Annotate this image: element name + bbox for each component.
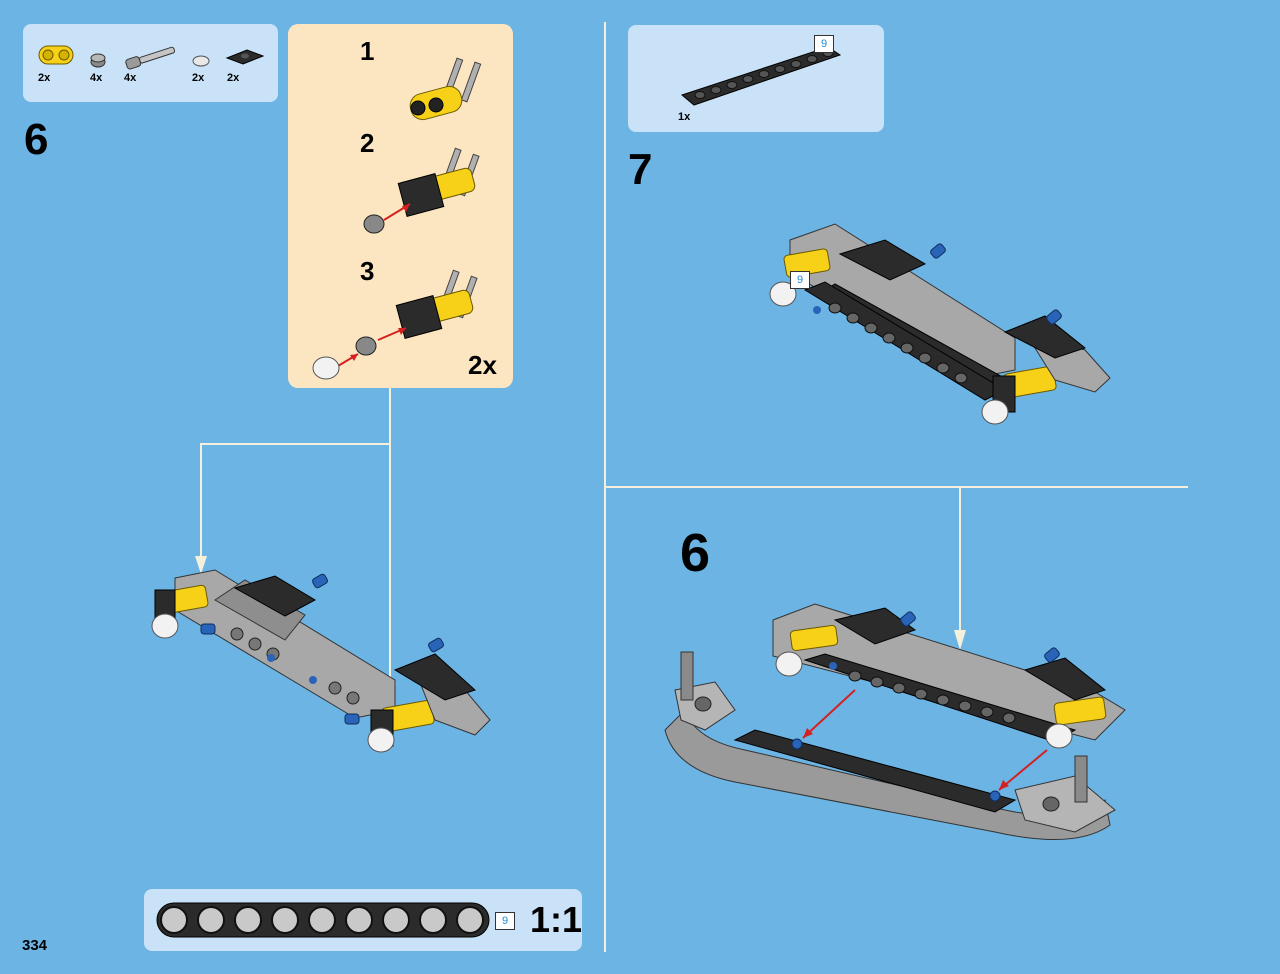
part-qty: 4x (90, 72, 103, 84)
black-beam-icon (680, 46, 842, 106)
scale-ruler-panel: 9 1:1 (144, 889, 582, 951)
part-qty: 4x (124, 72, 137, 84)
left-assembly-illustration (151, 569, 491, 753)
page-number: 334 (22, 937, 48, 954)
page-divider-horizontal (606, 486, 1188, 488)
right-bottom-assembly-illustration (664, 603, 1126, 841)
substep-2: 2 (360, 128, 375, 158)
plate-icon (225, 49, 265, 65)
step-number-right-bottom: 6 (680, 523, 711, 583)
page-divider-vertical (604, 22, 606, 952)
substep-3: 3 (360, 256, 375, 286)
substep-1: 1 (360, 36, 375, 66)
part-qty: 2x (192, 72, 205, 84)
round-tile-icon (192, 55, 210, 67)
subassembly-multiplier: 2x (468, 350, 497, 380)
scale-label: 1:1 (530, 899, 583, 940)
parts-list-panel: 2x 4x 4x 2x 2x (23, 24, 278, 102)
beam-length-tag: 9 (814, 35, 834, 53)
part-qty: 2x (227, 72, 240, 84)
step-number-left: 6 (24, 115, 49, 164)
subassembly-panel: 1 2 3 2x (288, 24, 513, 388)
part-qty: 2x (38, 72, 51, 84)
axle-pin-icon (125, 46, 176, 70)
step-number-right-top: 7 (628, 145, 653, 194)
part-qty: 1x (678, 111, 691, 123)
beam-length-tag-assembly: 9 (790, 271, 810, 289)
bush-icon (90, 53, 106, 68)
substep-1-illustration (409, 57, 482, 121)
scale-ruler-beam (156, 902, 490, 938)
substep-2-illustration (363, 147, 480, 234)
parts-list-panel-right: 1x 9 (628, 25, 884, 132)
yellow-connector-icon (38, 45, 74, 65)
substep-3-illustration (312, 269, 478, 380)
ruler-length-tag: 9 (495, 912, 515, 930)
right-top-assembly-illustration (769, 223, 1111, 425)
